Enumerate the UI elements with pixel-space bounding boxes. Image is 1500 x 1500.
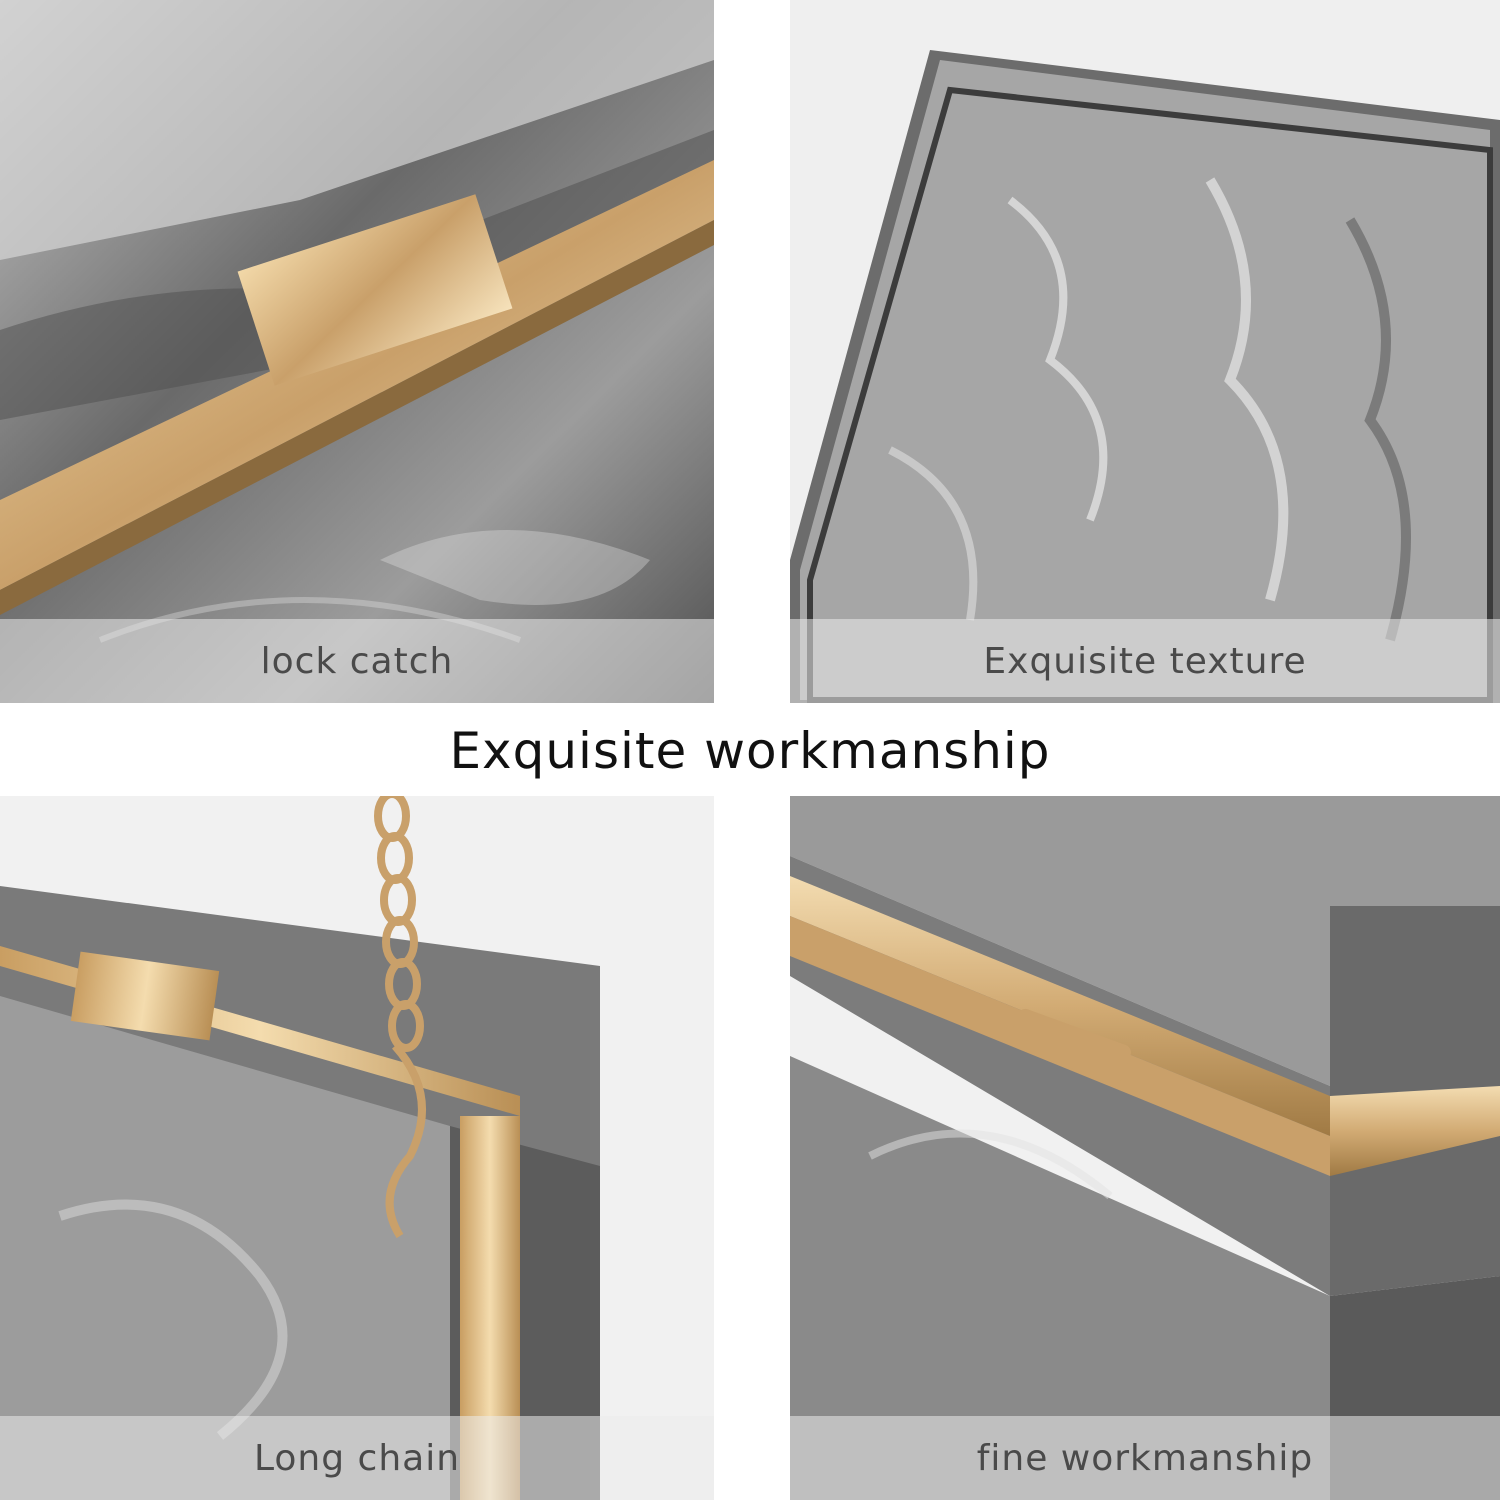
caption-exquisite-texture: Exquisite texture — [790, 619, 1500, 703]
fine-workmanship-photo: fine workmanship — [790, 796, 1500, 1500]
long-chain-photo: Long chain — [0, 796, 714, 1500]
caption-long-chain: Long chain — [0, 1416, 714, 1500]
caption-lock-catch: lock catch — [0, 619, 714, 703]
headline: Exquisite workmanship — [449, 722, 1051, 780]
caption-fine-workmanship: fine workmanship — [790, 1416, 1500, 1500]
texture-photo: Exquisite texture — [790, 0, 1500, 703]
lock-catch-photo: lock catch — [0, 0, 714, 703]
